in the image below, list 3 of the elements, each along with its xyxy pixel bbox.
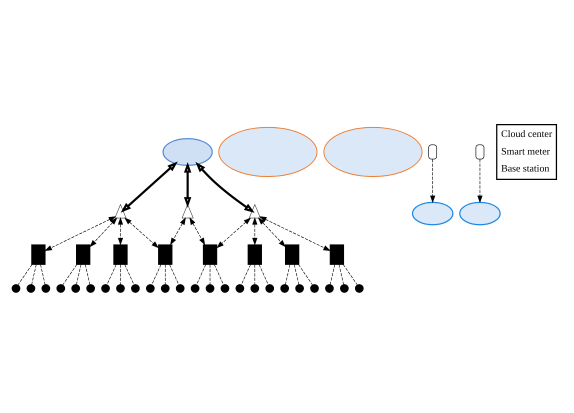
legend-label: Cloud center <box>501 128 552 140</box>
legend-label: Smart meter <box>501 146 550 157</box>
legend-label: Base station <box>501 163 550 174</box>
